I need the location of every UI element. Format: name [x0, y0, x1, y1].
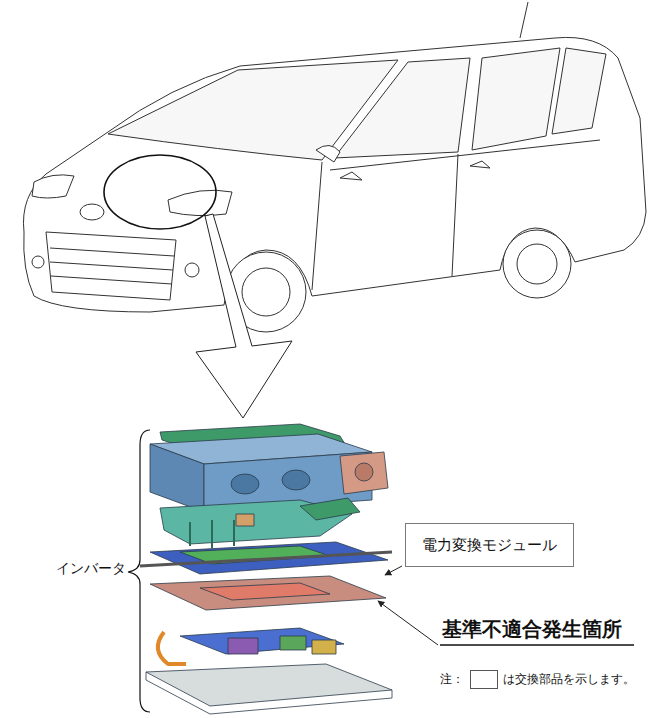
leader-arrow	[378, 601, 438, 645]
connector	[236, 514, 254, 526]
finding-label: 基準不適合発生箇所	[442, 617, 622, 641]
mirror	[316, 145, 340, 162]
door-handle	[470, 161, 490, 168]
callout-text: 電力変換モジュール	[422, 536, 557, 554]
rod	[140, 552, 392, 566]
door-handle	[340, 172, 362, 180]
capacitor	[180, 628, 344, 654]
pointer-arrow	[196, 214, 292, 418]
grille	[46, 232, 176, 300]
focus-circle	[104, 155, 216, 229]
cooler-pad	[200, 583, 330, 600]
car-drawing	[23, 2, 646, 332]
side-window	[472, 48, 560, 150]
brace	[128, 430, 150, 712]
callout-box: 電力変換モジュール	[405, 523, 574, 567]
headlight	[168, 190, 232, 215]
flange-hole	[355, 463, 373, 481]
pins	[190, 520, 234, 548]
legend-swatch	[470, 670, 498, 689]
wheel-hub	[517, 244, 557, 284]
flange	[340, 452, 388, 494]
leader-arrow	[385, 566, 402, 575]
bottom-tray-edge	[146, 672, 392, 714]
body-line	[330, 140, 600, 170]
antenna	[520, 2, 528, 38]
component	[312, 640, 336, 654]
headlight	[32, 175, 74, 198]
port	[231, 474, 259, 494]
side-window	[334, 58, 470, 158]
port	[282, 470, 310, 490]
body-line	[452, 154, 458, 276]
legend-text: は交換部品を示します。	[503, 672, 635, 686]
wheel-hub	[242, 268, 290, 316]
fog-lamp	[185, 263, 199, 277]
component	[228, 638, 258, 654]
car-body	[23, 37, 646, 312]
fog-lamp	[32, 256, 44, 268]
underline	[440, 644, 634, 646]
module-parts	[300, 498, 360, 520]
emblem	[80, 204, 104, 220]
grille-bars	[50, 248, 174, 284]
inverter-drawing	[140, 424, 392, 714]
housing-side	[150, 444, 204, 512]
cooler-plate	[150, 576, 386, 610]
part-name: インバータ	[56, 561, 126, 578]
note-label: 注：	[440, 672, 464, 686]
body-line	[312, 162, 322, 290]
component	[280, 636, 306, 650]
side-window	[552, 48, 606, 134]
wheel	[503, 230, 571, 298]
